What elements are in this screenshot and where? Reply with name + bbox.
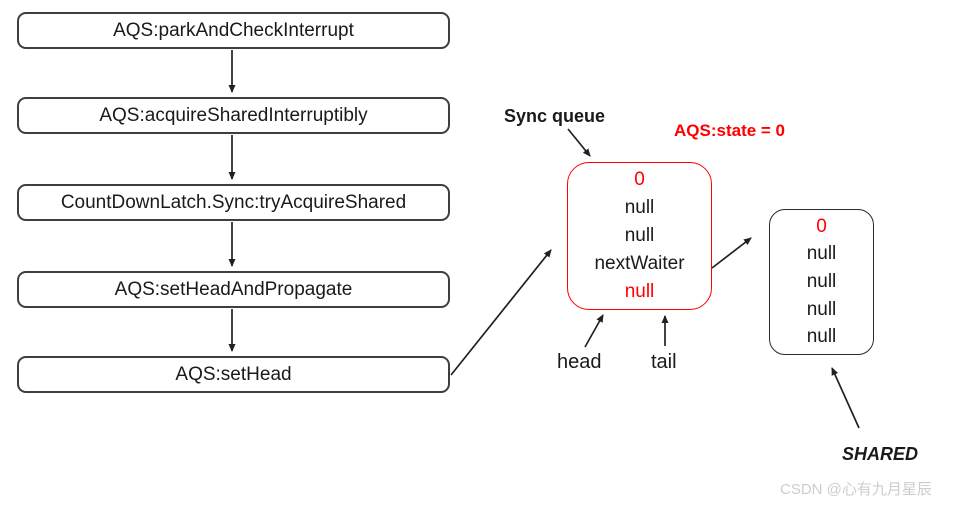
aqs-state-label: AQS:state = 0 (674, 121, 786, 140)
flow-box-setheadandpropagate: AQS:setHeadAndPropagate (17, 271, 450, 308)
arrow-nextwaiter-to-shared (711, 237, 752, 269)
node-field-waitstatus: 0 (816, 215, 827, 237)
watermark: CSDN @心有九月星辰 (780, 481, 932, 498)
flow-box-tryacquireshared: CountDownLatch.Sync:tryAcquireShared (17, 184, 450, 221)
arrow-shared-pointer (831, 367, 860, 429)
flow-box-acquiresharedinterruptibly: AQS:acquireSharedInterruptibly (17, 97, 450, 134)
tail-label: tail (651, 351, 677, 373)
node-field-prev: null (806, 243, 837, 265)
node-field-thread: null (624, 281, 655, 302)
node-field-waitstatus: 0 (634, 169, 645, 190)
arrow-sethead-to-node (450, 249, 552, 376)
node-field-thread: null (806, 326, 837, 348)
sync-queue-label: Sync queue (504, 106, 606, 126)
node-field-prev: null (624, 197, 655, 218)
shared-node: 0 null null null null (769, 209, 874, 355)
arrow-syncqueue-pointer (567, 128, 591, 157)
head-label: head (557, 351, 602, 373)
arrow-head-pointer (584, 314, 604, 348)
node-field-next: null (624, 225, 655, 246)
node-field-nextwaiter: nextWaiter (594, 253, 685, 274)
shared-label: SHARED (842, 444, 919, 464)
sync-queue-head-node: 0 null null nextWaiter null (567, 162, 712, 310)
flow-box-sethead: AQS:setHead (17, 356, 450, 393)
flow-box-parkandcheckinterrupt: AQS:parkAndCheckInterrupt (17, 12, 450, 49)
node-field-next: null (806, 270, 837, 292)
node-field-nextwaiter: null (806, 298, 837, 320)
